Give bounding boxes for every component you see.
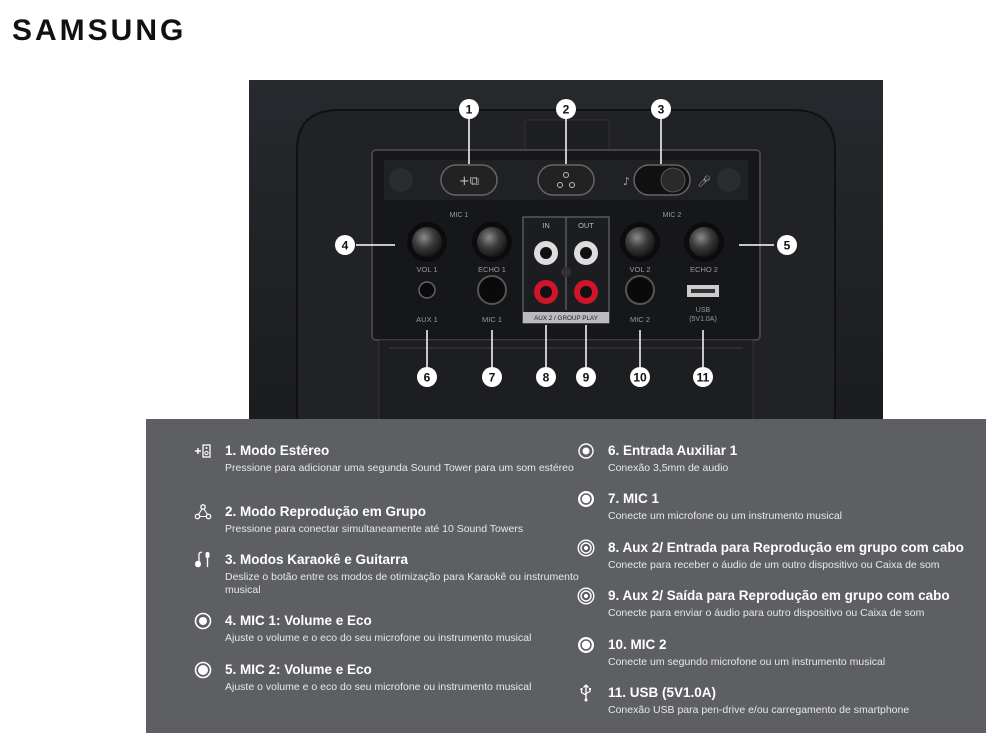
usb-spec-label: (5V1.0A) xyxy=(689,316,717,323)
feature-group-play: 2. Modo Reprodução em Grupo Pressione pa… xyxy=(194,503,615,536)
feature-description: Conecte para enviar o áudio para outro d… xyxy=(608,607,925,619)
aux2-label: AUX 2 / GROUP PLAY xyxy=(534,315,599,322)
feature-info-panel: 1. Modo Estéreo Pressione para adicionar… xyxy=(146,419,986,733)
callout-1: 1 xyxy=(466,103,473,117)
feature-title: 4. MIC 1: Volume e Eco xyxy=(225,613,372,628)
feature-karaoke-guitar: 3. Modos Karaokê e Guitarra Deslize o bo… xyxy=(195,551,615,596)
feature-description: Conecte um microfone ou um instrumento m… xyxy=(608,510,843,522)
vol1-label: VOL 1 xyxy=(417,265,438,274)
feature-title: 10. MIC 2 xyxy=(608,637,667,652)
mic1-top-label: MIC 1 xyxy=(450,212,469,219)
feature-description: Conexão 3,5mm de audio xyxy=(608,462,729,474)
feature-description: Conecte um segundo microfone ou um instr… xyxy=(608,656,886,668)
feature-description: Conecte para receber o áudio de um outro… xyxy=(608,559,940,571)
feature-description: Deslize o botão entre os modos de otimiz… xyxy=(225,571,579,596)
usb-icon xyxy=(580,684,591,702)
callout-5: 5 xyxy=(784,239,791,253)
callout-10: 10 xyxy=(633,371,647,385)
mic2-top-label: MIC 2 xyxy=(663,212,682,219)
in-label: IN xyxy=(542,221,550,230)
knob-icon xyxy=(194,661,212,679)
usb-label: USB xyxy=(696,307,711,314)
callout-badges: 1 2 3 4 5 6 7 8 9 10 11 xyxy=(335,99,797,387)
feature-stereo-mode: 1. Modo Estéreo Pressione para adicionar… xyxy=(195,442,615,475)
feature-title: 5. MIC 2: Volume e Eco xyxy=(225,662,372,677)
feature-title: 9. Aux 2/ Saída para Reprodução em grupo… xyxy=(608,588,950,603)
mic-jack-icon xyxy=(578,491,594,507)
echo1-label: ECHO 1 xyxy=(478,265,506,274)
feature-title: 8. Aux 2/ Entrada para Reprodução em gru… xyxy=(608,540,964,555)
samsung-logo: SAMSUNG xyxy=(12,14,187,47)
feature-usb: 11. USB (5V1.0A) Conexão USB para pen-dr… xyxy=(580,684,968,717)
feature-title: 2. Modo Reprodução em Grupo xyxy=(225,504,427,519)
feature-mic2-jack: 10. MIC 2 Conecte um segundo microfone o… xyxy=(578,636,968,669)
knobs xyxy=(407,222,724,262)
guitar-mic-icon xyxy=(195,551,210,568)
vol2-label: VOL 2 xyxy=(630,265,651,274)
knob-icon xyxy=(194,612,212,630)
rca-jack-icon xyxy=(577,587,595,605)
feature-title: 1. Modo Estéreo xyxy=(225,443,330,458)
feature-aux-input-1: 6. Entrada Auxiliar 1 Conexão 3,5mm de a… xyxy=(578,442,968,475)
feature-title: 11. USB (5V1.0A) xyxy=(608,685,717,700)
feature-mic1-jack: 7. MIC 1 Conecte um microfone ou um inst… xyxy=(578,490,968,523)
feature-description: Conexão USB para pen-drive e/ou carregam… xyxy=(608,704,910,716)
feature-title: 6. Entrada Auxiliar 1 xyxy=(608,443,738,458)
callout-6: 6 xyxy=(424,371,431,385)
callout-8: 8 xyxy=(543,371,550,385)
group-play-icon xyxy=(194,504,212,520)
echo2-label: ECHO 2 xyxy=(690,265,718,274)
feature-mic2-volume-echo: 5. MIC 2: Volume e Eco Ajuste o volume e… xyxy=(194,661,615,694)
svg-text:+⧉: +⧉ xyxy=(459,174,479,189)
callout-9: 9 xyxy=(583,371,590,385)
svg-text:🎤︎: 🎤︎ xyxy=(697,175,711,188)
feature-aux2-output: 9. Aux 2/ Saída para Reprodução em grupo… xyxy=(577,587,968,620)
feature-description: Pressione para adicionar uma segunda Sou… xyxy=(225,462,574,474)
feature-description: Ajuste o volume e o eco do seu microfone… xyxy=(225,681,532,693)
callout-2: 2 xyxy=(563,103,570,117)
callout-3: 3 xyxy=(658,103,665,117)
feature-title: 7. MIC 1 xyxy=(608,491,660,506)
callout-11: 11 xyxy=(697,371,710,385)
feature-aux2-input: 8. Aux 2/ Entrada para Reprodução em gru… xyxy=(577,539,968,572)
out-label: OUT xyxy=(578,221,594,230)
aux1-label: AUX 1 xyxy=(416,315,438,324)
callout-4: 4 xyxy=(342,239,349,253)
mic2-label: MIC 2 xyxy=(630,315,650,324)
feature-title: 3. Modos Karaokê e Guitarra xyxy=(225,552,409,567)
rca-jack-icon xyxy=(577,539,595,557)
stereo-add-icon xyxy=(195,444,211,458)
feature-mic1-volume-echo: 4. MIC 1: Volume e Eco Ajuste o volume e… xyxy=(194,612,615,645)
feature-description: Pressione para conectar simultaneamente … xyxy=(225,523,524,535)
svg-text:♪: ♪ xyxy=(623,175,630,188)
speaker-back-panel: +⧉ ♪ 🎤︎ VOL 1 ECHO 1 MIC 1 VOL 2 ECHO 2 … xyxy=(249,80,883,425)
mic1-label: MIC 1 xyxy=(482,315,502,324)
aux-jack-icon xyxy=(578,443,594,459)
feature-description: Ajuste o volume e o eco do seu microfone… xyxy=(225,632,532,644)
mic-jack-icon xyxy=(578,637,594,653)
callout-7: 7 xyxy=(489,371,496,385)
